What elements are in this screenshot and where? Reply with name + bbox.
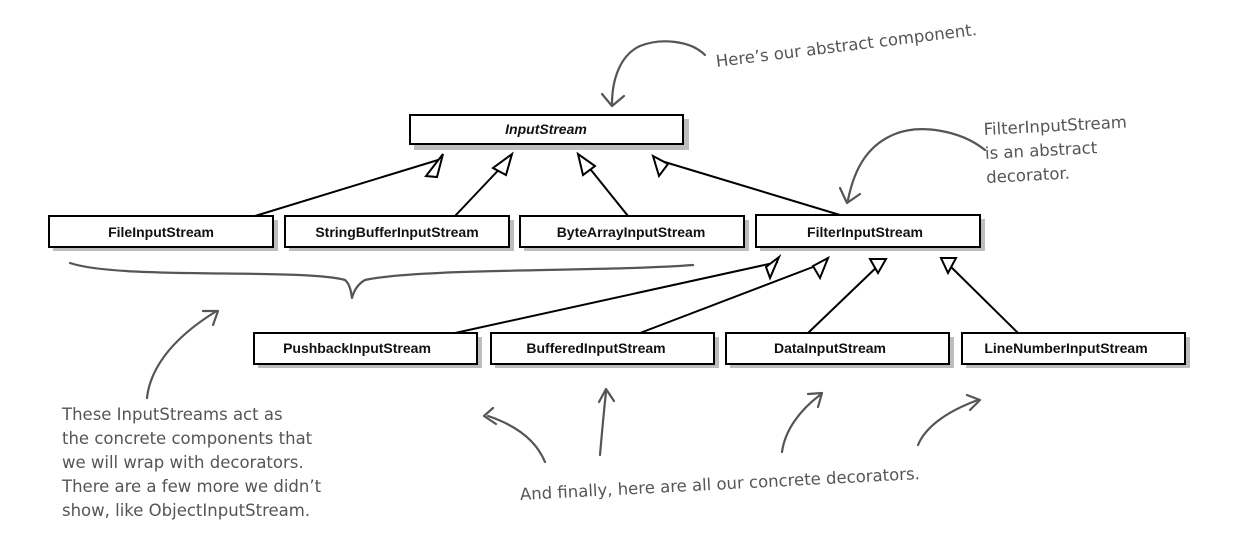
- class-name-stringbufferinputstream: StringBufferInputStream: [315, 224, 478, 240]
- edge-datainputstream: [807, 261, 883, 334]
- class-name-linenumberinputstream: LineNumberInputStream: [984, 340, 1147, 356]
- note-concrete-components: These InputStreams act as the concrete c…: [62, 405, 322, 520]
- edge-fileinputstream: [254, 159, 439, 217]
- arrowhead-abstract-component: [600, 92, 626, 108]
- class-name-datainputstream: DataInputStream: [774, 340, 886, 356]
- class-box-linenumberinputstream: LineNumberInputStream: [961, 332, 1190, 368]
- arrow-decorators-1: [486, 414, 547, 464]
- class-box-bytearrayinputstream: ByteArrayInputStream: [519, 215, 749, 251]
- inheritance-edges: [254, 159, 1019, 334]
- class-box-pushbackinputstream: PushbackInputStream: [253, 332, 482, 368]
- inheritance-arrowheads: [424, 151, 958, 281]
- edge-bufferedinputstream: [639, 261, 827, 334]
- arrow-decorators-3: [780, 393, 822, 454]
- annotation-strokes: [68, 40, 987, 464]
- class-box-filterinputstream: FilterInputStream: [755, 214, 985, 251]
- class-name-bytearrayinputstream: ByteArrayInputStream: [557, 224, 706, 240]
- brace-concrete-components: [68, 261, 695, 300]
- class-box-fileinputstream: FileInputStream: [48, 215, 278, 251]
- arrowhead-datainputstream: [868, 258, 888, 276]
- arrow-decorators-4: [916, 398, 980, 447]
- arrow-abstract-component: [610, 40, 707, 106]
- arrowhead-decorators-1: [482, 406, 498, 426]
- arrowhead-concrete-components: [201, 309, 220, 327]
- class-name-bufferedinputstream: BufferedInputStream: [526, 340, 665, 356]
- arrow-concrete-components: [145, 310, 217, 400]
- class-name-fileinputstream: FileInputStream: [108, 224, 214, 240]
- arrowhead-abstract-decorator: [838, 186, 862, 205]
- edge-linenumberinputstream: [945, 261, 1019, 334]
- arrowhead-decorators-4: [965, 393, 982, 412]
- note-abstract-decorator: FilterInputStream is an abstract decorat…: [983, 112, 1128, 187]
- edge-filterinputstream: [657, 159, 841, 216]
- arrowhead-pushbackinputstream: [764, 253, 782, 281]
- arrow-decorators-2: [598, 390, 608, 457]
- arrowhead-stringbufferinputstream: [491, 151, 514, 177]
- class-name-inputstream: InputStream: [505, 121, 587, 137]
- class-box-datainputstream: DataInputStream: [725, 332, 954, 368]
- arrowhead-bytearrayinputstream: [576, 151, 597, 177]
- arrowhead-decorators-2: [597, 387, 616, 404]
- class-name-pushbackinputstream: PushbackInputStream: [283, 340, 431, 356]
- arrow-abstract-decorator: [846, 128, 987, 202]
- arrowhead-decorators-3: [806, 391, 824, 409]
- class-box-inputstream: InputStream: [409, 114, 689, 150]
- arrowhead-bufferedinputstream: [811, 255, 830, 281]
- class-box-stringbufferinputstream: StringBufferInputStream: [284, 215, 514, 251]
- class-name-filterinputstream: FilterInputStream: [807, 224, 923, 240]
- arrowhead-linenumberinputstream: [939, 257, 958, 276]
- arrowhead-filterinputstream: [651, 153, 670, 179]
- edge-pushbackinputstream: [454, 261, 779, 334]
- class-box-bufferedinputstream: BufferedInputStream: [490, 332, 719, 368]
- arrowhead-fileinputstream: [424, 153, 444, 179]
